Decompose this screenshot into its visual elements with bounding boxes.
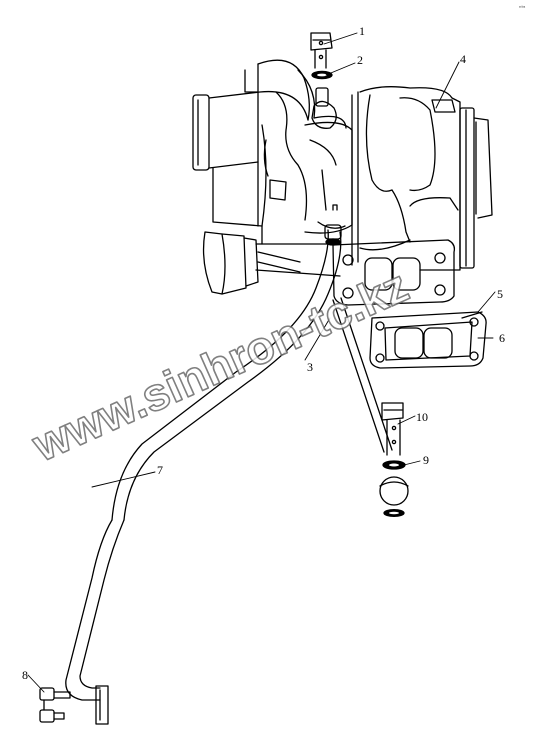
- bolt-10: [381, 402, 404, 456]
- callout-10: 10: [416, 410, 428, 424]
- gasket-nut-5: [461, 311, 483, 319]
- gasket-6: [369, 311, 487, 369]
- callout-3: 3: [307, 360, 313, 374]
- callout-7: 7: [157, 463, 163, 477]
- oil-feed-pipe-3: [111, 224, 342, 521]
- callouts: 1 2 3 4 5 6 7 8 9 10: [22, 24, 505, 682]
- leader-lines: [27, 32, 496, 693]
- drain-banjo: [379, 476, 409, 506]
- bolt-1: [310, 32, 333, 69]
- callout-5: 5: [497, 287, 503, 301]
- turbine-inlet-flange: [332, 239, 456, 306]
- wastegate-actuator: [202, 225, 341, 295]
- callout-6: 6: [499, 331, 505, 345]
- turbocharger: [192, 59, 493, 306]
- oil-pipe-7: [65, 519, 125, 725]
- callout-9: 9: [423, 453, 429, 467]
- bearing-housing: [304, 115, 353, 234]
- callout-1: 1: [359, 24, 365, 38]
- callout-2: 2: [357, 53, 363, 67]
- bolt-8: [39, 687, 71, 723]
- drain-line: [332, 297, 393, 453]
- compressor-housing: [192, 59, 316, 227]
- watermark-text: www.sinhron-tc.kz: [24, 259, 416, 471]
- callout-4: 4: [460, 52, 466, 66]
- oil-feed-banjo: [311, 87, 337, 129]
- watermark: www.sinhron-tc.kz: [23, 258, 416, 472]
- callout-8: 8: [22, 668, 28, 682]
- turbine-housing: [351, 86, 493, 271]
- corner-mark: ᵃᶜˡᵃᵃ: [519, 5, 526, 11]
